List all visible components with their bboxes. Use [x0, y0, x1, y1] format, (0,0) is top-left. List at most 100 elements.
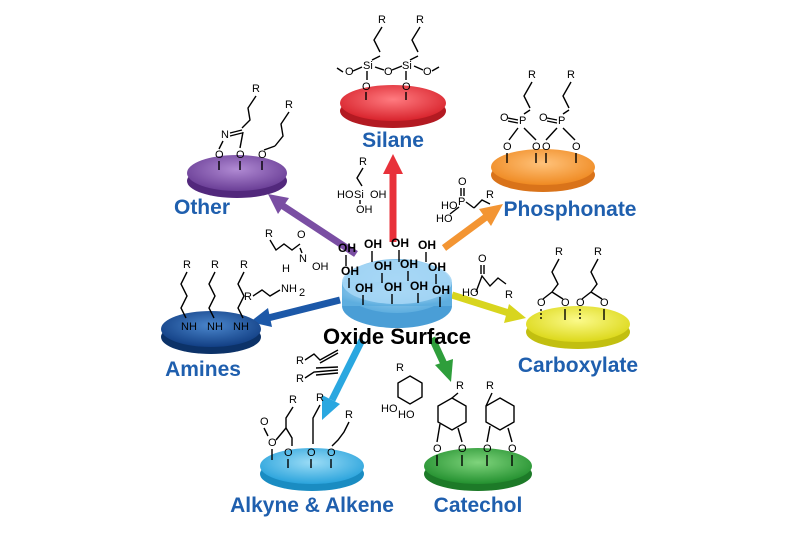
- nh2-label: NH: [281, 283, 297, 295]
- carboxylate-label: Carboxylate: [518, 354, 638, 377]
- ho-label: HO: [462, 287, 479, 299]
- oh-label: OH: [364, 237, 382, 251]
- oh-text: OH: [356, 204, 373, 216]
- o-label: O: [572, 141, 581, 153]
- r-label: R: [528, 69, 536, 81]
- catechol-structure: R O O R O O: [433, 380, 517, 466]
- o-label: O: [576, 297, 585, 309]
- ho-label: HO: [441, 200, 458, 212]
- r-label: R: [456, 380, 464, 392]
- o-label: O: [268, 437, 277, 449]
- si-label: Si: [402, 60, 412, 72]
- oh-label: OH: [428, 260, 446, 274]
- oh-label: OH: [400, 257, 418, 271]
- o-label: O: [307, 447, 316, 459]
- carboxylate-group: R R O O O O Carboxylate: [518, 246, 638, 377]
- oh-text: OH: [312, 261, 329, 273]
- alkyne-alkene-structure: O O R O O O R R: [260, 392, 353, 468]
- o-label: O: [542, 141, 551, 153]
- arrow-to-phosphonate: [441, 204, 503, 251]
- h-label: H: [282, 263, 290, 275]
- si-label: Si: [363, 60, 373, 72]
- nh-label: NH: [233, 321, 249, 333]
- phosphonate-structure: R R P P O O O O O O: [500, 69, 581, 163]
- r-label: R: [359, 156, 367, 168]
- arrow-to-carboxylate: [450, 291, 526, 323]
- o-label: O: [433, 443, 442, 455]
- silane-group: R R Si Si O O O O O Silane: [336, 14, 446, 152]
- o-label: O: [503, 141, 512, 153]
- alkyne-alkene-group: O O R O O O R R Alkyne & Alkene: [230, 392, 394, 517]
- r-label: R: [285, 99, 293, 111]
- o-label: O: [508, 443, 517, 455]
- r-label: R: [252, 83, 260, 95]
- r-label: R: [296, 355, 304, 367]
- r-label: R: [289, 394, 297, 406]
- o-label: O: [423, 66, 432, 78]
- arrow-to-amines: [250, 296, 341, 327]
- carboxylate-reagent: O HO R: [462, 253, 513, 301]
- oh-text: OH: [370, 189, 387, 201]
- n-label: N: [221, 129, 229, 141]
- o-label: O: [532, 141, 541, 153]
- oh-label: OH: [432, 283, 450, 297]
- oh-label: OH: [355, 281, 373, 295]
- oh-label: OH: [341, 264, 359, 278]
- oxide-surface: OH OH OH OH OH OH OH OH OH OH OH OH Oxid…: [323, 236, 471, 349]
- arrow-to-catechol: [428, 336, 453, 382]
- silane-label: Silane: [362, 129, 424, 152]
- r-label: R: [555, 246, 563, 258]
- r-label: R: [240, 259, 248, 271]
- o-label: O: [284, 447, 293, 459]
- other-structure: R R N O O O: [215, 83, 293, 170]
- nh-label: NH: [181, 321, 197, 333]
- o-label: O: [458, 443, 467, 455]
- phosphonate-group: R R P P O O O O O O Phosp: [491, 69, 637, 221]
- p-label: P: [458, 196, 465, 208]
- si-label: Si: [354, 189, 364, 201]
- catechol-group: R O O R O O Catechol: [424, 380, 532, 517]
- r-label: R: [486, 380, 494, 392]
- catechol-reagent: R HO HO: [381, 362, 423, 421]
- r-label: R: [265, 228, 273, 240]
- r-label: R: [594, 246, 602, 258]
- o-label: O: [483, 443, 492, 455]
- o-label: O: [362, 81, 371, 93]
- nh-label: NH: [207, 321, 223, 333]
- o-label: O: [458, 176, 467, 188]
- p-label: P: [519, 115, 526, 127]
- amines-label: Amines: [165, 358, 241, 381]
- o-label: O: [345, 66, 354, 78]
- silane-reagent: R HO Si OH OH: [337, 156, 387, 216]
- other-group: R R N O O O Other: [174, 83, 293, 219]
- o-label: O: [327, 447, 336, 459]
- ho-label: HO: [337, 189, 354, 201]
- oh-label: OH: [410, 279, 428, 293]
- other-label: Other: [174, 196, 230, 219]
- other-reagent: R O N H OH: [265, 228, 329, 275]
- amines-group: R R R NH NH NH Amines: [161, 259, 261, 381]
- o-label: O: [537, 297, 546, 309]
- phosphonate-reagent: O HO P R HO: [436, 176, 494, 225]
- o-label: O: [297, 229, 306, 241]
- r-label: R: [396, 362, 404, 374]
- r-label: R: [486, 189, 494, 201]
- r-label: R: [296, 373, 304, 385]
- alkyne-alkene-label: Alkyne & Alkene: [230, 494, 394, 517]
- oh-label: OH: [374, 259, 392, 273]
- oxide-surface-label: Oxide Surface: [323, 324, 471, 349]
- o-label: O: [561, 297, 570, 309]
- alkyne-alkene-reagent: R R: [296, 349, 339, 385]
- oh-label: OH: [384, 280, 402, 294]
- o-label: O: [402, 81, 411, 93]
- amines-structure: R R R NH NH NH: [180, 259, 249, 333]
- oh-label: OH: [418, 238, 436, 252]
- ho-label: HO: [436, 213, 453, 225]
- o-label: O: [215, 149, 224, 161]
- phosphonate-label: Phosphonate: [503, 198, 636, 221]
- o-label: O: [539, 112, 548, 124]
- arrow-to-alkyne: [322, 338, 366, 420]
- ho-label: HO: [398, 409, 415, 421]
